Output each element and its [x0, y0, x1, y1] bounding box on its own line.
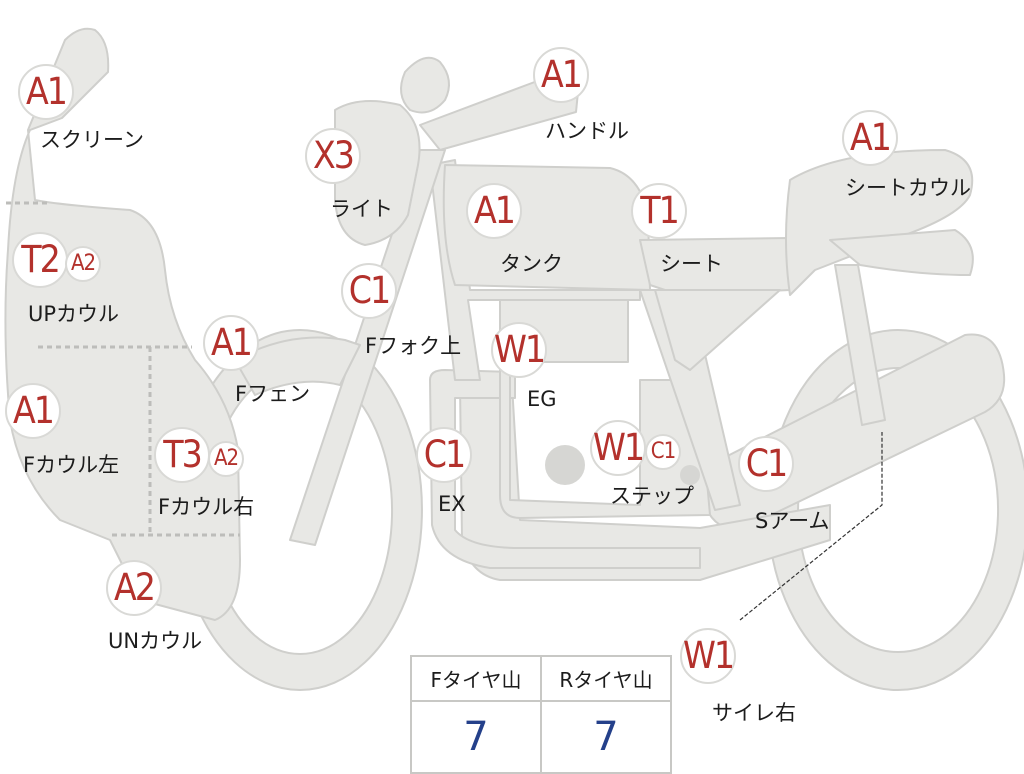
ex-grade-badge: C1	[416, 427, 472, 483]
eg-label: EG	[527, 387, 557, 411]
step-grade2-badge: C1	[645, 434, 681, 470]
light-label: ライト	[330, 197, 393, 221]
seat-rail-shape	[654, 289, 781, 371]
f-cowl-left-grade-badge: A1	[5, 383, 61, 439]
rear-tire-value: 7	[540, 700, 672, 774]
tank-label: タンク	[500, 252, 563, 276]
f-fender-label: Fフェン	[235, 382, 311, 406]
muffler-right-label: サイレ右	[712, 701, 796, 725]
mirror-shape	[400, 56, 450, 114]
f-cowl-left-label: Fカウル左	[23, 453, 120, 477]
step-label: ステップ	[610, 484, 694, 508]
headlight-shape	[334, 100, 421, 246]
lower-frame-shape	[429, 369, 701, 569]
screen-label: スクリーン	[40, 128, 144, 152]
front-tire-value: 7	[410, 700, 542, 774]
f-cowl-right-grade-badge: T3	[154, 427, 210, 483]
seat-cowl-label: シートカウル	[845, 176, 971, 200]
f-cowl-right-label: Fカウル右	[158, 495, 255, 519]
f-fork-upper-label: Fフォク上	[365, 334, 462, 358]
light-grade-badge: X3	[305, 128, 361, 184]
front-fork-shape	[289, 149, 446, 546]
handle-grade-badge: A1	[533, 47, 589, 103]
s-arm-label: Sアーム	[755, 509, 830, 533]
screen-grade-badge: A1	[18, 64, 74, 120]
up-cowl-grade2-badge: A2	[65, 246, 101, 282]
up-cowl-label: UPカウル	[28, 302, 120, 326]
rear-shock-shape	[834, 264, 886, 426]
seat-cowl-grade-badge: A1	[842, 110, 898, 166]
front-tire-header: Fタイヤ山	[410, 655, 542, 702]
ex-label: EX	[438, 492, 466, 516]
seat-grade-badge: T1	[631, 183, 687, 239]
s-arm-grade-badge: C1	[738, 436, 794, 492]
f-fork-upper-grade-badge: C1	[341, 263, 397, 319]
up-cowl-grade-badge: T2	[12, 232, 68, 288]
step-grade-badge: W1	[590, 420, 646, 476]
f-fender-grade-badge: A1	[203, 315, 259, 371]
muffler-leader-line	[739, 432, 883, 621]
f-cowl-right-grade2-badge: A2	[208, 441, 244, 477]
tire-tread-table: Fタイヤ山 Rタイヤ山 7 7	[410, 655, 672, 774]
tail-fin-shape	[829, 229, 974, 276]
front-fender-shape	[234, 336, 361, 396]
eg-grade-badge: W1	[491, 322, 547, 378]
un-cowl-grade-badge: A2	[106, 560, 162, 616]
tank-grade-badge: A1	[466, 183, 522, 239]
un-cowl-label: UNカウル	[108, 629, 203, 653]
seat-label: シート	[660, 252, 723, 276]
muffler-right-grade-badge: W1	[680, 628, 736, 684]
rear-tire-header: Rタイヤ山	[540, 655, 672, 702]
handle-label: ハンドル	[545, 119, 629, 143]
